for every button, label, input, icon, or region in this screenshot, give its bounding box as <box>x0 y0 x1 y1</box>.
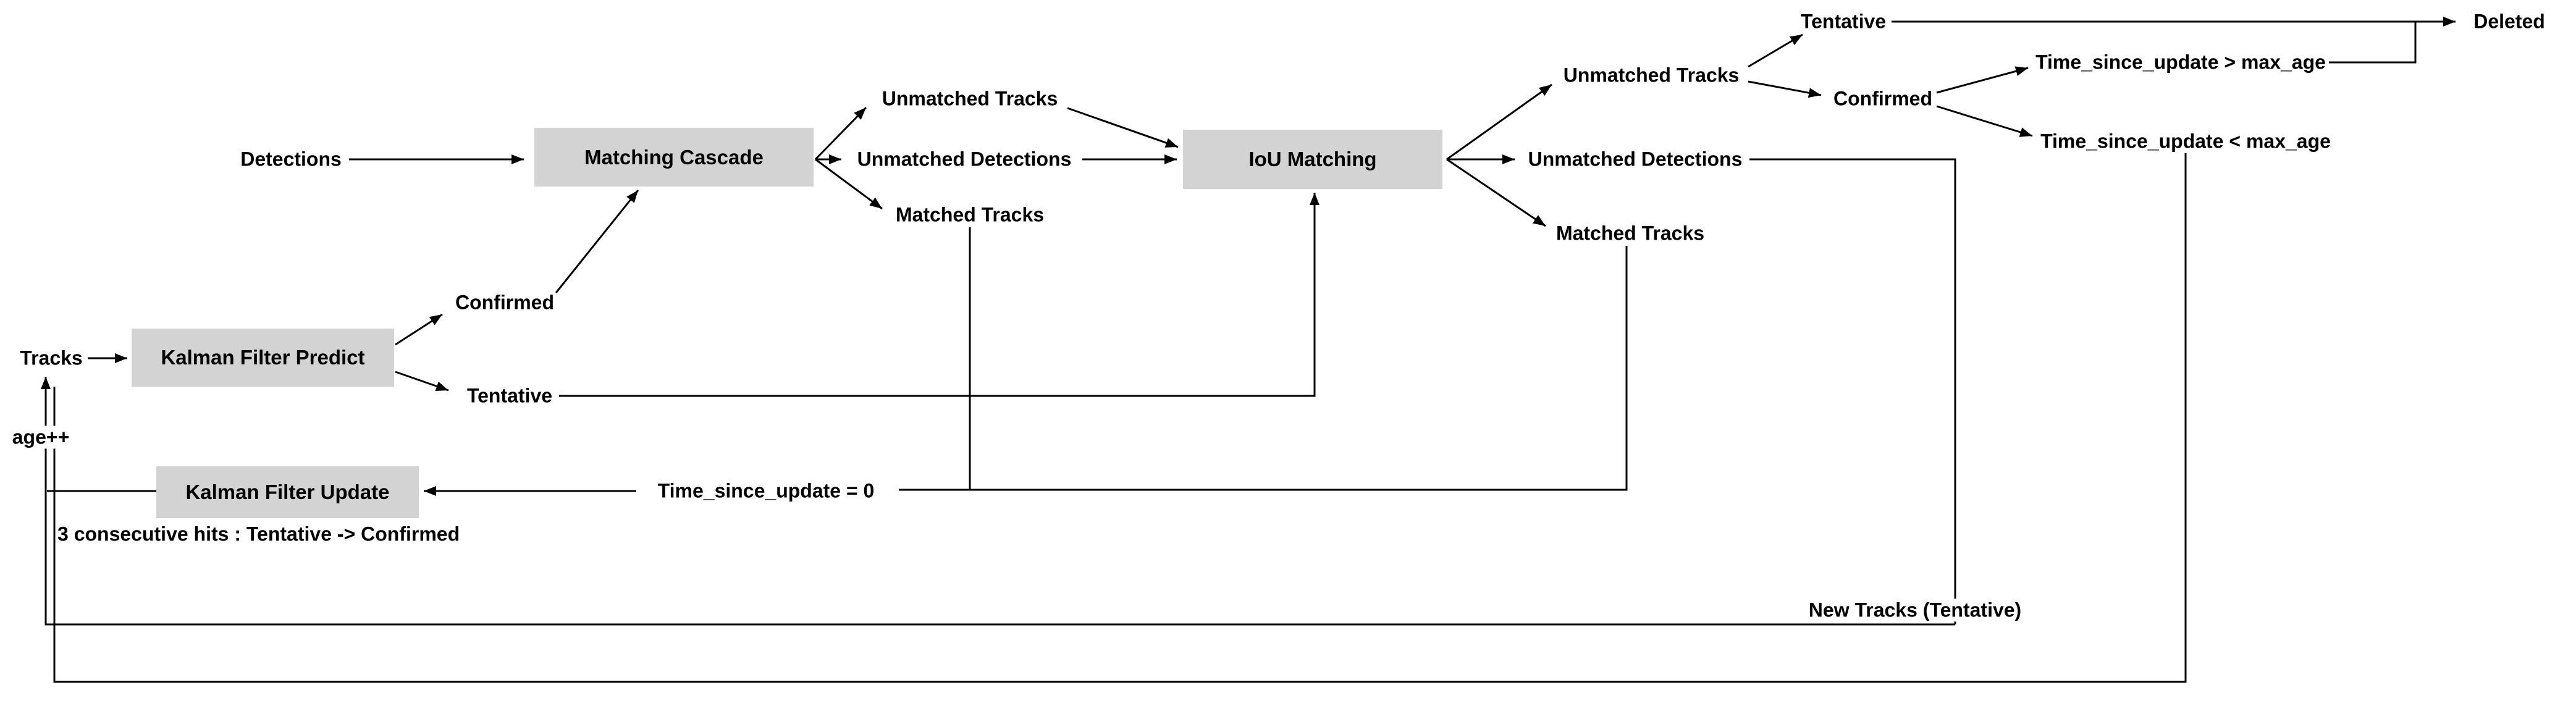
arrow-iou-to-matched-tracks <box>1446 158 1546 227</box>
node-iou-matching: IoU Matching <box>1183 130 1442 189</box>
arrow-unmatched-tracks-to-tentative <box>1748 33 1803 68</box>
arrow-confirmed-to-time-lt <box>1936 105 2033 137</box>
label-iou-unmatched-tracks: Unmatched Tracks <box>1563 64 1740 86</box>
node-kalman-filter-predict: Kalman Filter Predict <box>132 329 394 387</box>
label-track-confirmed: Confirmed <box>1833 87 1932 110</box>
label-age-increment: age++ <box>8 426 74 449</box>
label-time-lt-max-age: Time_since_update < max_age <box>2040 130 2331 153</box>
label-hits-note: 3 consecutive hits : Tentative -> Confir… <box>57 523 460 545</box>
label-time-gt-max-age: Time_since_update > max_age <box>2035 51 2326 73</box>
feedback-time-lt-to-tracks <box>53 153 2187 683</box>
arrow-cascade-to-matched-tracks <box>815 158 883 210</box>
arrow-confirmed-to-time-gt <box>1936 66 2029 94</box>
feedback-new-tracks-to-tracks <box>41 377 1955 626</box>
elbow-time-gt-to-deleted <box>2329 22 2417 64</box>
label-cascade-unmatched-tracks: Unmatched Tracks <box>882 87 1058 110</box>
arrow-tentative-to-iou <box>559 193 1320 397</box>
label-new-tracks: New Tracks (Tentative) <box>1804 598 2026 622</box>
label-detections: Detections <box>240 148 342 170</box>
node-matching-cascade: Matching Cascade <box>534 128 814 187</box>
label-track-tentative: Tentative <box>1800 10 1887 33</box>
arrow-predict-to-confirmed <box>395 313 443 346</box>
arrow-iou-to-unmatched-tracks <box>1446 83 1552 161</box>
label-predict-tentative: Tentative <box>466 384 553 407</box>
label-tracks: Tracks <box>20 346 83 369</box>
label-predict-confirmed: Confirmed <box>455 291 554 314</box>
label-time-eq-zero: Time_since_update = 0 <box>657 479 875 502</box>
arrow-confirmed-to-cascade <box>555 190 639 293</box>
line-unmatched-detections-down <box>1749 158 1956 624</box>
node-kalman-filter-update: Kalman Filter Update <box>156 466 419 518</box>
label-iou-unmatched-detections: Unmatched Detections <box>1528 148 1743 170</box>
label-deleted: Deleted <box>2473 10 2545 33</box>
label-cascade-unmatched-detections: Unmatched Detections <box>857 148 1072 170</box>
arrow-predict-to-tentative <box>395 371 449 392</box>
arrow-unmatched-tracks-to-iou <box>1067 107 1179 148</box>
label-cascade-matched-tracks: Matched Tracks <box>895 203 1045 226</box>
arrow-cascade-to-unmatched-tracks <box>814 106 867 161</box>
arrow-unmatched-tracks-to-confirmed <box>1748 80 1822 98</box>
label-iou-matched-tracks: Matched Tracks <box>1555 222 1705 245</box>
line-iou-matched-tracks-down <box>899 246 1628 491</box>
